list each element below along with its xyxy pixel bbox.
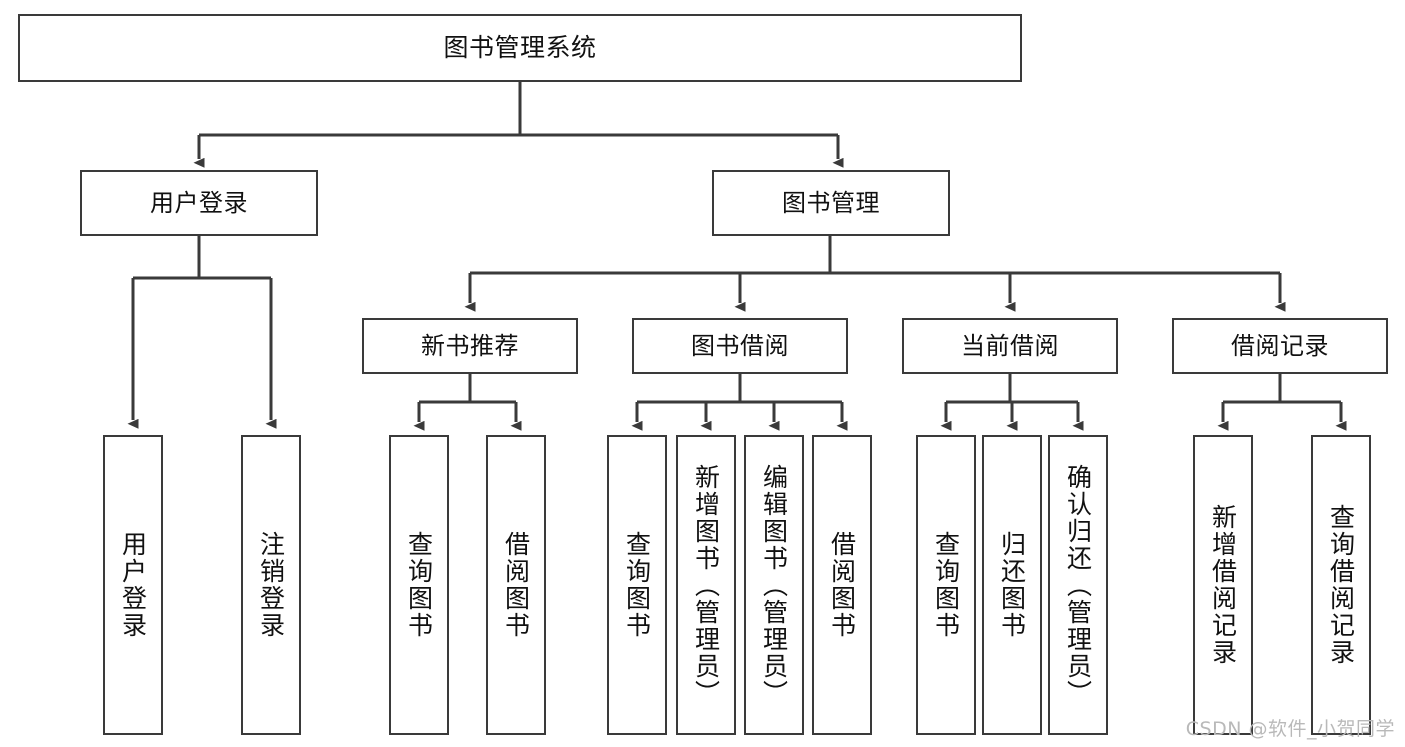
node-root-system[interactable]: 图书管理系统 (18, 14, 1022, 82)
node-label: 新书推荐 (421, 331, 519, 360)
node-leaf-borrow-book-1[interactable]: 借阅图书 (486, 435, 546, 735)
node-book-management[interactable]: 图书管理 (712, 170, 950, 236)
node-leaf-add-book[interactable]: 新增图书（管理员） (676, 435, 736, 735)
node-label: 确认归还（管理员） (1063, 463, 1093, 707)
node-label: 用户登录 (118, 531, 148, 639)
node-label: 注销登录 (256, 531, 286, 639)
node-label: 新增借阅记录 (1208, 504, 1238, 666)
node-leaf-query-book-3[interactable]: 查询图书 (916, 435, 976, 735)
node-current-borrow[interactable]: 当前借阅 (902, 318, 1118, 374)
node-leaf-borrow-book-2[interactable]: 借阅图书 (812, 435, 872, 735)
node-leaf-query-record[interactable]: 查询借阅记录 (1311, 435, 1371, 735)
node-label: 借阅记录 (1231, 331, 1329, 360)
node-label: 图书管理 (782, 188, 880, 217)
node-user-login[interactable]: 用户登录 (80, 170, 318, 236)
node-label: 新增图书（管理员） (691, 463, 721, 707)
watermark-text: CSDN @软件_小贺同学 (1185, 718, 1395, 740)
node-label: 查询图书 (404, 531, 434, 639)
node-label: 用户登录 (150, 188, 248, 217)
node-label: 查询图书 (622, 531, 652, 639)
node-label: 归还图书 (997, 531, 1027, 639)
node-borrow-record[interactable]: 借阅记录 (1172, 318, 1388, 374)
node-label: 查询图书 (931, 531, 961, 639)
node-leaf-return-book[interactable]: 归还图书 (982, 435, 1042, 735)
node-label: 当前借阅 (961, 331, 1059, 360)
node-leaf-edit-book[interactable]: 编辑图书（管理员） (744, 435, 804, 735)
node-label: 图书借阅 (691, 331, 789, 360)
node-leaf-user-login[interactable]: 用户登录 (103, 435, 163, 735)
node-label: 借阅图书 (827, 531, 857, 639)
node-label: 编辑图书（管理员） (759, 463, 789, 707)
node-new-book-recommend[interactable]: 新书推荐 (362, 318, 578, 374)
node-label: 查询借阅记录 (1326, 504, 1356, 666)
node-book-borrow[interactable]: 图书借阅 (632, 318, 848, 374)
node-leaf-add-record[interactable]: 新增借阅记录 (1193, 435, 1253, 735)
node-leaf-logout-login[interactable]: 注销登录 (241, 435, 301, 735)
node-leaf-query-book-2[interactable]: 查询图书 (607, 435, 667, 735)
node-label: 借阅图书 (501, 531, 531, 639)
node-leaf-query-book-1[interactable]: 查询图书 (389, 435, 449, 735)
node-leaf-confirm-return[interactable]: 确认归还（管理员） (1048, 435, 1108, 735)
node-label: 图书管理系统 (443, 33, 597, 63)
